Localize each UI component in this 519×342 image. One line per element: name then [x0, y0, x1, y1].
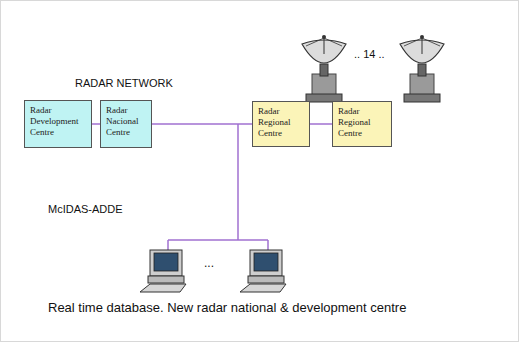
- section-label: McIDAS-ADDE: [48, 203, 123, 215]
- network-connector: [152, 124, 252, 125]
- box-text: Radar Development Centre: [30, 105, 86, 138]
- centre-box: Radar Regional Centre: [252, 101, 310, 147]
- section-label: RADAR NETWORK: [75, 77, 173, 89]
- box-text: Radar Regional Centre: [338, 106, 386, 139]
- radar-antenna: [400, 35, 444, 102]
- computer-icon: [140, 250, 186, 292]
- radar-antenna: [302, 35, 346, 102]
- centre-box: Radar Regional Centre: [332, 101, 392, 147]
- ellipsis-label: ...: [204, 256, 214, 270]
- section-label: .. 14 ..: [354, 48, 385, 60]
- caption: Real time database. New radar national &…: [48, 300, 406, 315]
- computer-icon: [240, 250, 286, 292]
- centre-box: Radar Nacional Centre: [100, 100, 152, 148]
- network-line: [168, 239, 268, 241]
- network-connector: [310, 124, 332, 125]
- network-line: [237, 124, 239, 240]
- box-text: Radar Regional Centre: [258, 106, 304, 139]
- network-connector: [92, 124, 100, 125]
- centre-box: Radar Development Centre: [24, 100, 92, 148]
- box-text: Radar Nacional Centre: [106, 105, 146, 138]
